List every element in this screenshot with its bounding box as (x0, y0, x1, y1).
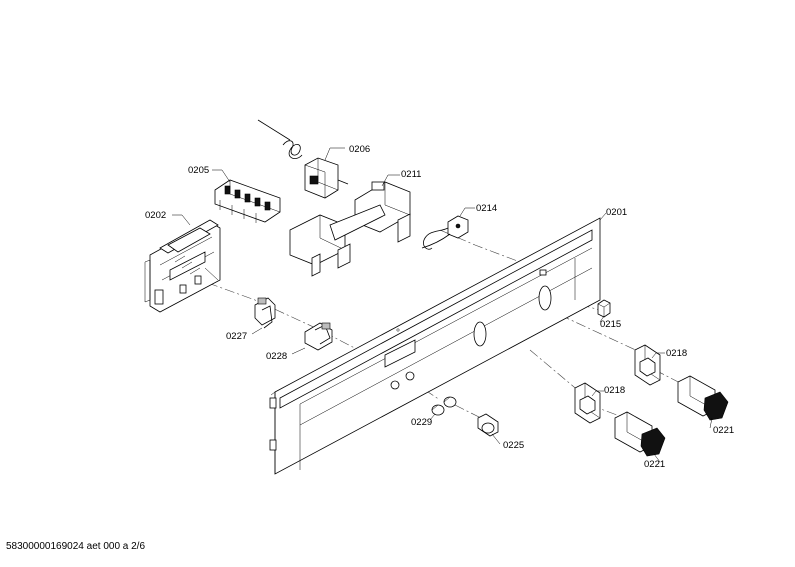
leader-lines (172, 147, 713, 463)
callout-0218-left: 0218 (604, 385, 625, 396)
callout-0229: 0229 (411, 417, 432, 428)
callout-labels: 0206 0205 0211 0202 0214 0201 0215 0227 … (145, 144, 734, 470)
callout-0228: 0228 (266, 351, 287, 362)
bracket-0227[interactable] (254, 297, 276, 329)
callout-0215: 0215 (600, 319, 621, 330)
small-cap[interactable] (597, 299, 611, 318)
bracket-0228[interactable] (304, 322, 333, 351)
control-panel-fascia[interactable] (269, 217, 601, 475)
callout-0211: 0211 (401, 169, 421, 180)
callout-0227: 0227 (226, 331, 247, 342)
callout-0221-left: 0221 (644, 459, 665, 470)
knob-holder-right[interactable] (634, 344, 661, 386)
callout-0201: 0201 (606, 207, 627, 218)
cable-sensor[interactable] (421, 215, 469, 250)
document-reference: 58300000169024 aet 000 a 2/6 (6, 541, 146, 552)
callout-0202: 0202 (145, 210, 166, 221)
push-buttons[interactable] (431, 396, 457, 416)
callout-0206: 0206 (349, 144, 370, 155)
thermostat[interactable] (257, 119, 349, 199)
callout-0221-right: 0221 (713, 425, 734, 436)
control-knob-left[interactable] (614, 411, 666, 457)
callout-0218-right: 0218 (666, 348, 687, 359)
callout-0225: 0225 (503, 440, 524, 451)
electronic-module[interactable] (144, 219, 221, 313)
knob-holder-left[interactable] (574, 382, 601, 424)
callout-0214: 0214 (476, 203, 497, 214)
selector-switch[interactable] (289, 181, 411, 277)
push-rod[interactable] (477, 413, 499, 437)
callout-0205: 0205 (188, 165, 209, 176)
control-knob-right[interactable] (677, 375, 729, 421)
relay-board[interactable] (214, 179, 281, 223)
